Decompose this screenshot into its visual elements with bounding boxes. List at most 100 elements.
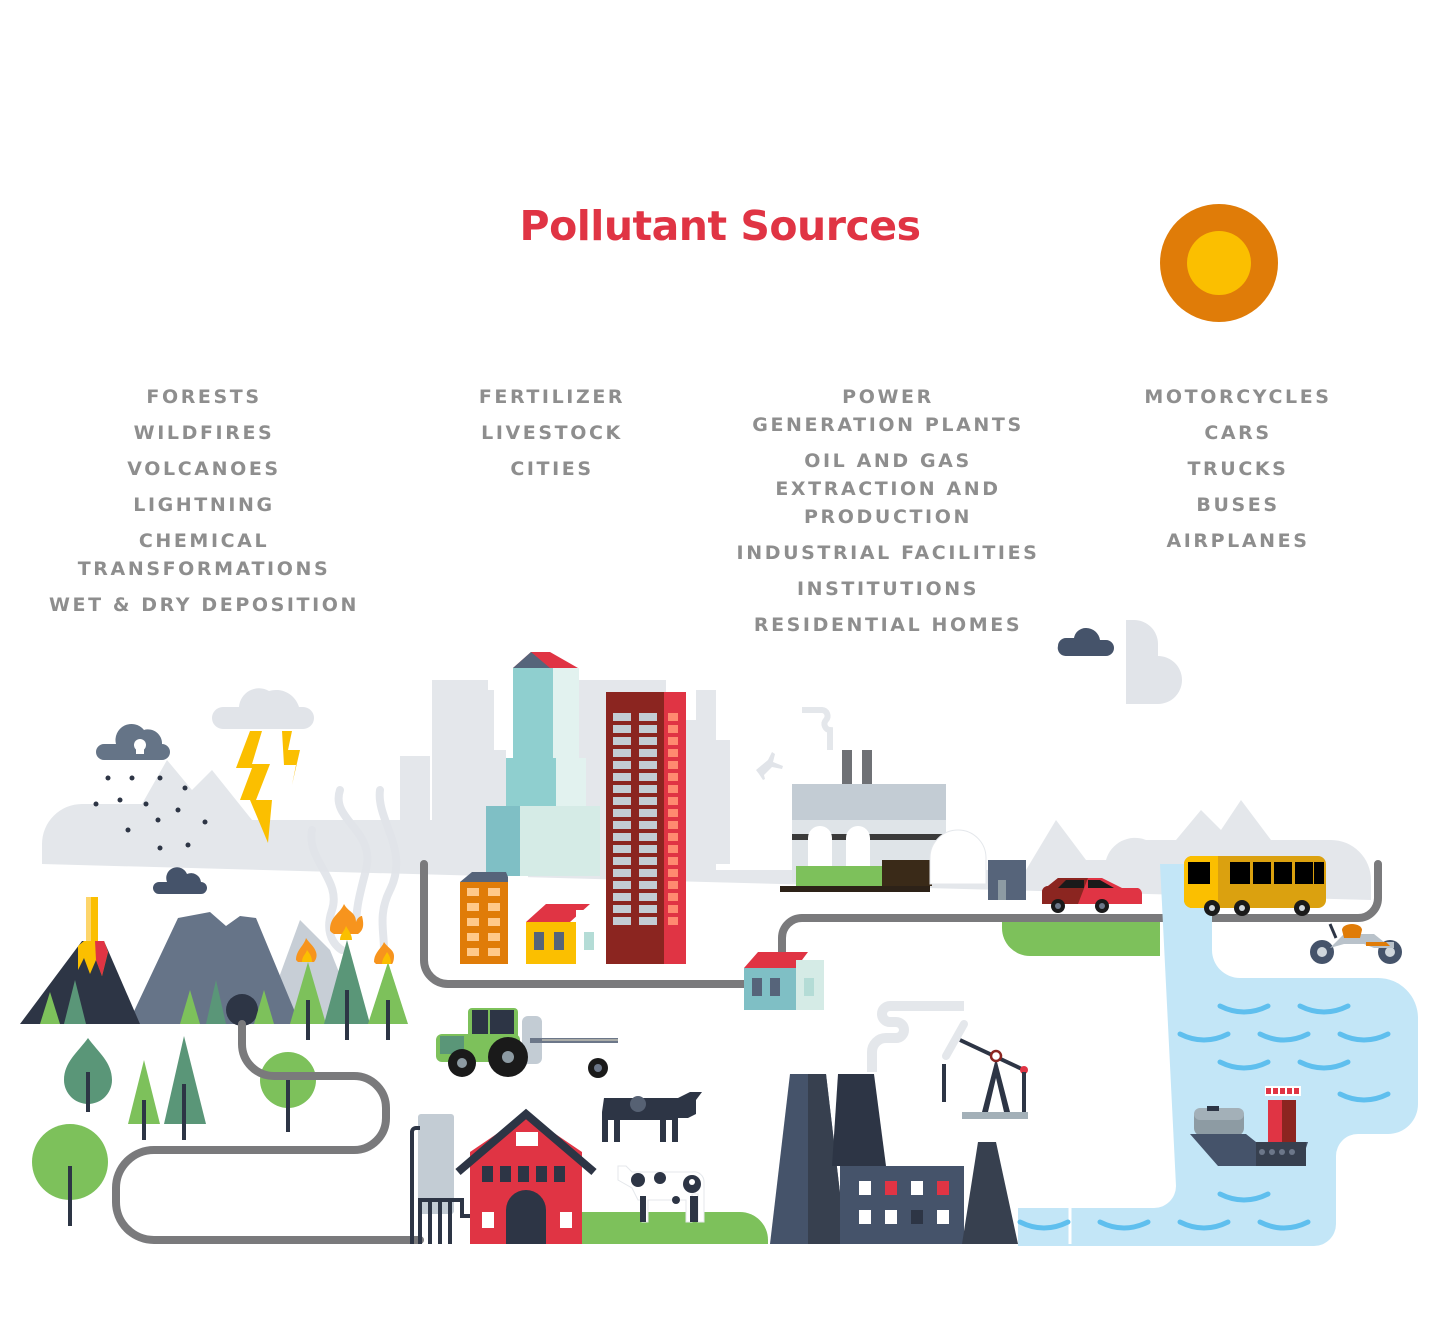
airplane-icon (756, 752, 783, 780)
window (639, 761, 657, 769)
source-label: FERTILIZER (400, 383, 704, 411)
wave-icon (1017, 1003, 1391, 1231)
tanker-ship-icon (1190, 1086, 1308, 1166)
source-label-line: CARS (1204, 422, 1272, 444)
window (668, 917, 678, 925)
cow-icon (602, 1092, 702, 1142)
silo-icon (410, 1114, 474, 1244)
tree-icon (32, 1036, 316, 1226)
window (613, 905, 631, 913)
house-icon (526, 904, 598, 964)
house-icon (744, 952, 824, 1010)
source-label: OIL AND GAS EXTRACTION AND PRODUCTION (730, 447, 1046, 531)
label-column-stationary: POWER GENERATION PLANTS OIL AND GAS EXTRACT… (730, 383, 1046, 647)
window (639, 797, 657, 805)
source-label-line: POWER (842, 386, 934, 408)
tree-icon (40, 980, 274, 1024)
source-label-line: TRUCKS (1187, 458, 1289, 480)
skyscraper-windows (613, 713, 678, 925)
sun-icon (1160, 204, 1278, 322)
source-label-line: WILDFIRES (133, 422, 275, 444)
source-label-line: INSTITUTIONS (796, 578, 980, 600)
institution-building-icon (929, 829, 1026, 900)
window (639, 809, 657, 817)
window (613, 749, 631, 757)
label-column-natural: FORESTS WILDFIRES VOLCANOES LIGHTNING CHEMIC… (24, 383, 384, 627)
window (613, 893, 631, 901)
window (668, 857, 678, 865)
source-label-line: PRODUCTION (804, 506, 972, 528)
window (639, 833, 657, 841)
source-label: INDUSTRIAL FACILITIES (730, 539, 1046, 567)
cloud-icon (1057, 627, 1114, 657)
wildfire-icon (290, 904, 408, 1040)
source-label-line: LIGHTNING (133, 494, 275, 516)
toxic-cloud-icon (96, 723, 170, 760)
factory-icon (770, 1001, 1018, 1244)
source-label: LIGHTNING (24, 491, 384, 519)
apartment-building-icon (460, 872, 528, 964)
source-label-line: MOTORCYCLES (1144, 386, 1332, 408)
source-label: POWER GENERATION PLANTS (730, 383, 1046, 439)
window (613, 809, 631, 817)
page-title: Pollutant Sources (519, 202, 921, 250)
window (668, 845, 678, 853)
window (639, 725, 657, 733)
source-label-line: FORESTS (146, 386, 262, 408)
source-label-line: EXTRACTION AND (775, 478, 1001, 500)
window (613, 857, 631, 865)
window (613, 821, 631, 829)
window (668, 797, 678, 805)
cow-icon (617, 1165, 705, 1223)
bus-icon (1184, 856, 1326, 916)
barn-icon (455, 1108, 597, 1244)
source-label-line: INDUSTRIAL FACILITIES (736, 542, 1040, 564)
grass-patch (1002, 922, 1160, 956)
window (639, 845, 657, 853)
source-label: CARS (1080, 419, 1396, 447)
window (639, 713, 657, 721)
window (668, 713, 678, 721)
window (639, 893, 657, 901)
window (668, 725, 678, 733)
source-label: BUSES (1080, 491, 1396, 519)
window (613, 881, 631, 889)
window (639, 905, 657, 913)
source-label: WILDFIRES (24, 419, 384, 447)
window (668, 869, 678, 877)
window (613, 845, 631, 853)
source-label: INSTITUTIONS (730, 575, 1046, 603)
cloud-icon (1126, 620, 1182, 704)
source-label: FORESTS (24, 383, 384, 411)
window (613, 785, 631, 793)
source-label-line: GENERATION PLANTS (752, 414, 1024, 436)
window (613, 737, 631, 745)
source-label-line: TRANSFORMATIONS (77, 558, 331, 580)
tractor-icon (436, 1008, 618, 1078)
window (668, 773, 678, 781)
source-label-line: OIL AND GAS (804, 450, 972, 472)
source-label-line: CHEMICAL (138, 530, 270, 552)
window (613, 773, 631, 781)
window (668, 833, 678, 841)
window (668, 749, 678, 757)
cloud-icon (153, 867, 207, 894)
window (668, 785, 678, 793)
lightning-icon (236, 731, 300, 843)
source-label: WET & DRY DEPOSITION (24, 591, 384, 619)
window (668, 881, 678, 889)
window (613, 833, 631, 841)
skyscraper-icon (486, 652, 600, 876)
window (668, 737, 678, 745)
power-plant-icon (780, 707, 946, 892)
window (613, 761, 631, 769)
river (1018, 864, 1418, 1246)
cloud-icon (212, 688, 314, 729)
source-label: CHEMICAL TRANSFORMATIONS (24, 527, 384, 583)
window (613, 917, 631, 925)
window (639, 857, 657, 865)
source-label: VOLCANOES (24, 455, 384, 483)
window (639, 785, 657, 793)
source-label-line: WET & DRY DEPOSITION (48, 594, 360, 616)
